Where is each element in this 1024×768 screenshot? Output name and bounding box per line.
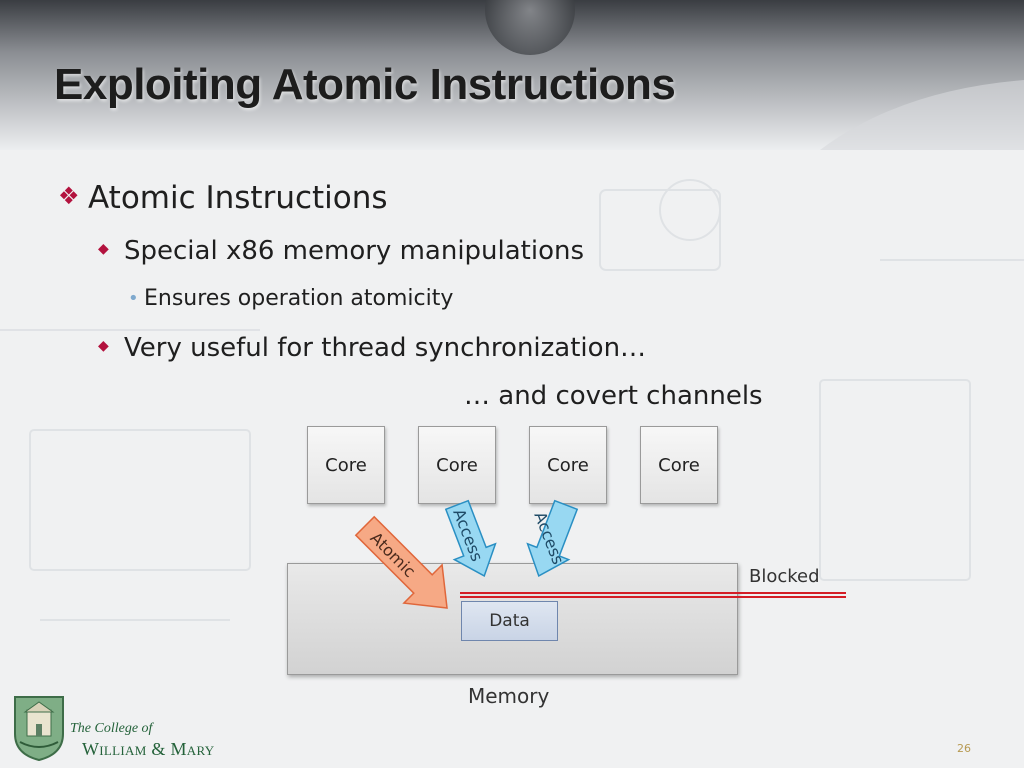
bullet-continuation: … and covert channels — [464, 381, 763, 411]
bullet-level2-first-text: Special x86 memory manipulations — [124, 236, 585, 266]
core-box-2: Core — [418, 426, 496, 504]
core-box-1: Core — [307, 426, 385, 504]
page-number: 26 — [957, 742, 971, 755]
small-diamond-bullet-icon: ◆ — [98, 241, 109, 257]
diamond-bullet-icon: ❖ — [58, 182, 80, 210]
bullet-level2-second: ◆ Very useful for thread synchronization… — [98, 333, 646, 363]
core-box-4: Core — [640, 426, 718, 504]
core-box-3: Core — [529, 426, 607, 504]
bullet-level2-first: ◆ Special x86 memory manipulations — [98, 236, 584, 266]
slide-title: Exploiting Atomic Instructions — [54, 60, 676, 109]
bullet-level3-text: Ensures operation atomicity — [144, 286, 454, 311]
college-name-line1: The College of — [70, 721, 153, 736]
blocked-line-lower — [460, 596, 846, 598]
atomic-arrow: Atomic — [354, 515, 448, 609]
bullet-level1: ❖ Atomic Instructions — [58, 180, 388, 216]
blocked-line-upper — [460, 592, 846, 594]
access-arrow-left: Access — [444, 499, 497, 578]
dot-bullet-icon: • — [128, 288, 139, 309]
bullet-level1-text: Atomic Instructions — [88, 180, 388, 216]
access-arrow-right — [526, 499, 579, 578]
bullet-level2-second-text: Very useful for thread synchronization… — [124, 333, 647, 363]
college-name-line2: William & Mary — [82, 739, 215, 759]
bullet-level3: •Ensures operation atomicity — [128, 286, 453, 311]
blocked-label: Blocked — [749, 566, 820, 587]
college-crest-icon — [14, 696, 64, 762]
data-box: Data — [461, 601, 558, 641]
small-diamond-bullet-icon: ◆ — [98, 338, 109, 354]
memory-label: Memory — [468, 684, 550, 708]
